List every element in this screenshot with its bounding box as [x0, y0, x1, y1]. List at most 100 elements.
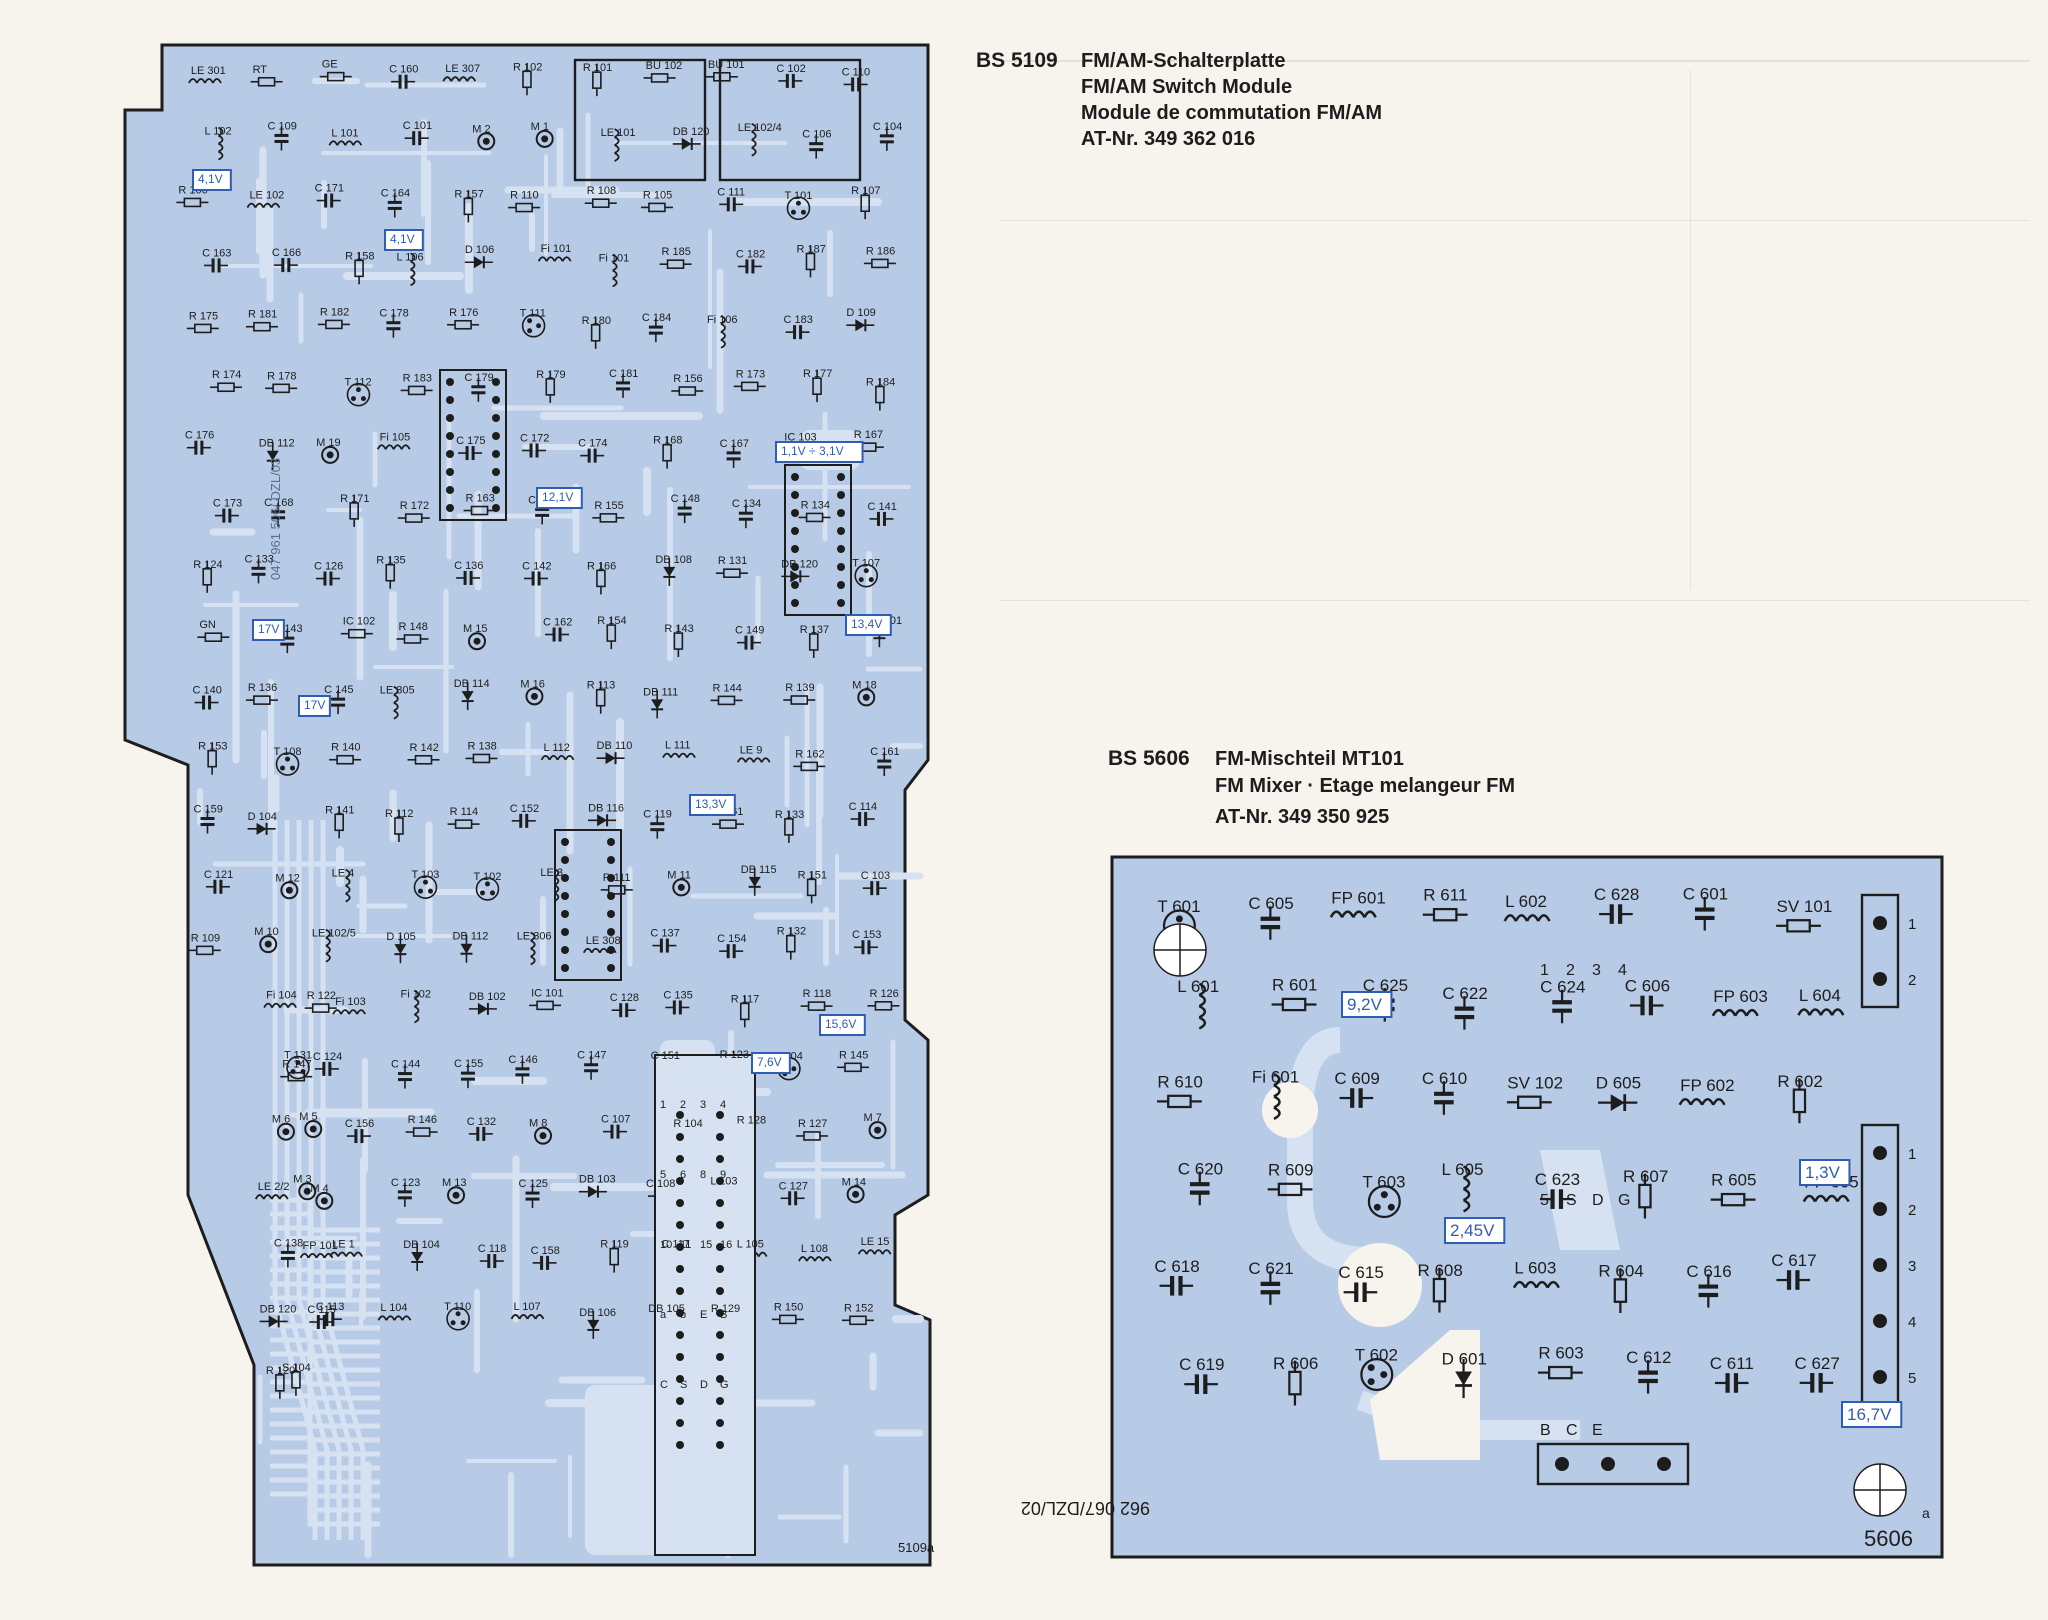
resistor-symbol [711, 819, 744, 829]
component-label: SV 101 [1777, 897, 1833, 916]
component-label: L 111 [665, 740, 691, 752]
coil-symbol [1802, 1194, 1850, 1203]
component-label: C 166 [272, 247, 301, 259]
resistor-symbol [798, 512, 831, 523]
component-label: R 112 [385, 808, 414, 820]
capacitor-symbol [850, 812, 875, 827]
resistor-symbol [590, 316, 601, 349]
pad-symbol [280, 881, 299, 900]
component-label: R 611 [1423, 886, 1467, 905]
component-label: FP 101 [303, 1240, 338, 1252]
resistor-symbol [1776, 919, 1821, 933]
switch-pin [676, 1397, 684, 1405]
component-label: DB 120 [673, 126, 710, 138]
component-label: R 114 [450, 806, 479, 818]
component-label: R 145 [839, 1049, 868, 1061]
component-label: R 105 [643, 189, 672, 201]
capacitor-symbol [736, 635, 761, 650]
pad-symbol [477, 132, 496, 151]
pad-symbol [259, 935, 278, 954]
component-label: LE 307 [445, 63, 480, 75]
pad-symbol [298, 1182, 317, 1201]
copper-trace [320, 820, 366, 1540]
component-label: C 111 [717, 186, 745, 198]
component-label: DB 112 [452, 931, 488, 943]
component-label: C 141 [867, 501, 896, 513]
component-label: DB 112 [259, 438, 295, 450]
pad-symbol [868, 1121, 887, 1140]
coil-symbol [332, 1009, 366, 1015]
diode-symbol [587, 1310, 600, 1339]
component-label: C 101 [403, 120, 432, 132]
pin-label: B [720, 1309, 727, 1321]
resistor-symbol [202, 560, 213, 593]
component-label: C 612 [1626, 1348, 1671, 1367]
capacitor-symbol [274, 126, 289, 151]
component-label: L 605 [1442, 1160, 1484, 1179]
component-label: R 185 [662, 246, 691, 258]
coil-symbol [1462, 1165, 1471, 1213]
component-label: C 152 [510, 803, 539, 815]
board-main-title-fr: Module de commutation FM/AM [1081, 102, 1383, 124]
coil-symbol [414, 989, 420, 1024]
coil-symbol [218, 126, 224, 161]
capacitor-symbol [387, 193, 402, 218]
resistor-symbol [349, 494, 359, 527]
component-label: R 602 [1777, 1072, 1822, 1091]
capacitor-symbol [1260, 1271, 1281, 1305]
component-label: C 124 [313, 1051, 342, 1063]
pin-label: 11 [680, 1239, 691, 1251]
component-label: M 4 [310, 1183, 328, 1195]
component-label: T 111 [520, 308, 546, 320]
component-label: C 181 [609, 368, 638, 380]
pin-label: 1 [1540, 962, 1549, 979]
pad-symbol [315, 1191, 334, 1210]
svg-text:7,6V: 7,6V [757, 1055, 782, 1069]
component-label: DB 114 [454, 678, 490, 690]
component-label: R 155 [594, 500, 623, 512]
pin-label: 8 [700, 1169, 706, 1181]
resistor-symbol [405, 1127, 438, 1137]
component-label: R 174 [212, 369, 241, 381]
component-label: IC 102 [343, 616, 375, 628]
component-label: DB 120 [781, 558, 818, 570]
resistor-symbol [875, 378, 885, 411]
component-label: C 175 [456, 435, 485, 447]
component-label: R 152 [844, 1302, 873, 1314]
coil-symbol [857, 1249, 892, 1255]
resistor-symbol [662, 436, 672, 469]
component-label: LE 102/5 [312, 928, 356, 940]
resistor-symbol [245, 321, 278, 332]
integrated-circuit [784, 464, 852, 616]
component-label: R 186 [866, 245, 895, 257]
svg-text:4,1V: 4,1V [198, 172, 223, 186]
switch-pin [716, 1177, 724, 1185]
component-label: C 103 [861, 870, 890, 882]
svg-text:1: 1 [1908, 1146, 1916, 1163]
component-label: R 101 [583, 62, 612, 74]
resistor-symbol [1432, 1267, 1447, 1313]
capacitor-symbol [1776, 1270, 1811, 1290]
component-label: R 135 [376, 555, 405, 567]
resistor-symbol [396, 634, 429, 644]
svg-text:12,1V: 12,1V [542, 490, 573, 504]
pin-label: C [660, 1379, 668, 1391]
capacitor-symbol [1339, 1088, 1374, 1108]
component-label: C 171 [315, 183, 344, 195]
capacitor-symbol [1539, 1189, 1574, 1209]
component-label: C 627 [1794, 1354, 1839, 1373]
component-label: C 610 [1422, 1069, 1467, 1088]
component-label: GN [199, 619, 216, 631]
capacitor-symbol [458, 446, 483, 461]
component-label: R 128 [737, 1115, 766, 1127]
capacitor-symbol [273, 258, 298, 273]
component-label: D 105 [386, 931, 415, 943]
component-label: FP 603 [1713, 987, 1768, 1006]
svg-text:15,6V: 15,6V [825, 1017, 856, 1031]
resistor-symbol [334, 806, 344, 839]
transistor-symbol [521, 313, 546, 338]
component-label: SV 102 [1507, 1073, 1563, 1092]
resistor-symbol [609, 1240, 620, 1273]
component-label: DB 102 [469, 991, 506, 1003]
component-label: L 112 [544, 742, 570, 754]
